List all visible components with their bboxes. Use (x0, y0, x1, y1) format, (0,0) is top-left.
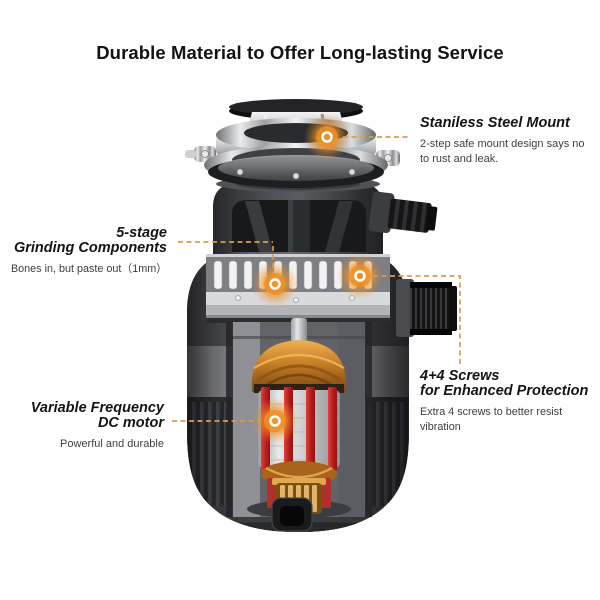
marker-mount (304, 114, 350, 160)
callout-screws-title: 4+4 Screws for Enhanced Protection (420, 368, 589, 399)
callout-grinding-title: 5-stage Grinding Components (13, 225, 167, 256)
callout-mount-body: 2-step safe mount design says no to rust… (420, 138, 585, 165)
marker-screws (337, 253, 383, 299)
callout-screws-body: Extra 4 screws to better resist vibratio… (420, 406, 563, 433)
callout-motor: Variable Frequency DC motor Powerful and… (0, 401, 164, 452)
hose-inlet (368, 191, 438, 234)
callout-motor-body: Powerful and durable (60, 438, 164, 450)
leader-line-screws (373, 275, 461, 366)
power-port (271, 497, 313, 532)
callout-mount: Staniless Steel Mount 2-step safe mount … (420, 116, 595, 166)
callout-grinding: 5-stage Grinding Components Bones in, bu… (0, 226, 167, 277)
callout-mount-title: Staniless Steel Mount (420, 115, 570, 131)
callout-motor-title: Variable Frequency DC motor (30, 400, 164, 431)
marker-grinding (252, 261, 298, 307)
discharge-outlet-pipe (396, 279, 457, 337)
marker-motor (252, 398, 298, 444)
callout-screws: 4+4 Screws for Enhanced Protection Extra… (420, 369, 598, 434)
motor-cutaway (226, 318, 372, 518)
callout-grinding-body: Bones in, but paste out（1mm） (10, 263, 167, 275)
page-title: Durable Material to Offer Long-lasting S… (96, 42, 504, 63)
stainless-mount-assembly (185, 99, 400, 188)
leader-line-grinding (178, 241, 274, 276)
hopper-cutaway-interior (232, 200, 366, 252)
